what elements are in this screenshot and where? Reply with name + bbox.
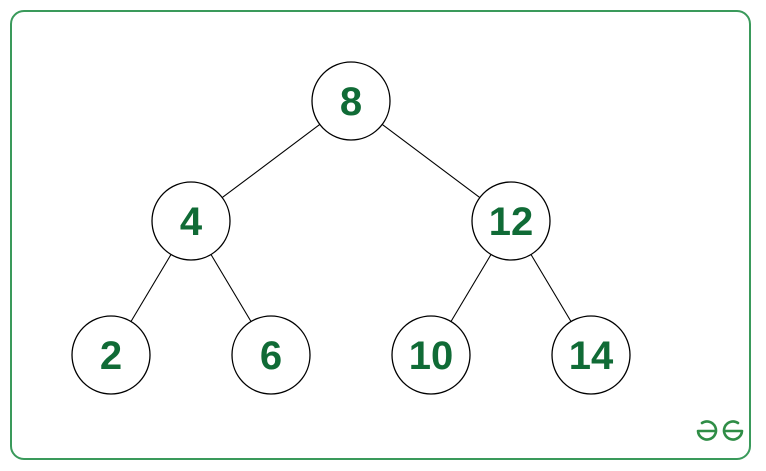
tree-node-label: 12 (489, 200, 534, 244)
tree-node-4: 4 (151, 181, 231, 261)
tree-node-circle (311, 61, 391, 141)
tree-edge-n8-n12 (381, 123, 481, 199)
nodes-layer: 8 4 12 2 6 10 14 (71, 61, 631, 395)
geeksforgeeks-logo-icon (696, 420, 744, 441)
tree-node-circle (231, 315, 311, 395)
tree-node-8: 8 (311, 61, 391, 141)
tree-node-circle (551, 315, 631, 395)
tree-node-12: 12 (471, 181, 551, 261)
tree-node-circle (151, 181, 231, 261)
edges-layer (130, 123, 572, 322)
tree-node-10: 10 (391, 315, 471, 395)
tree-node-label: 8 (340, 80, 362, 124)
tree-edge-n4-n6 (210, 254, 252, 322)
tree-node-6: 6 (231, 315, 311, 395)
tree-edge-n8-n4 (221, 123, 321, 199)
tree-node-label: 14 (569, 334, 614, 378)
tree-node-14: 14 (551, 315, 631, 395)
tree-node-label: 4 (180, 200, 203, 244)
tree-node-label: 2 (100, 334, 122, 378)
tree-node-circle (471, 181, 551, 261)
tree-node-circle (391, 315, 471, 395)
tree-node-label: 6 (260, 334, 282, 378)
tree-edge-n12-n14 (530, 254, 572, 322)
tree-node-circle (71, 315, 151, 395)
tree-edge-n12-n10 (450, 254, 492, 322)
tree-node-label: 10 (409, 334, 454, 378)
tree-edge-n4-n2 (130, 254, 172, 322)
tree-node-2: 2 (71, 315, 151, 395)
